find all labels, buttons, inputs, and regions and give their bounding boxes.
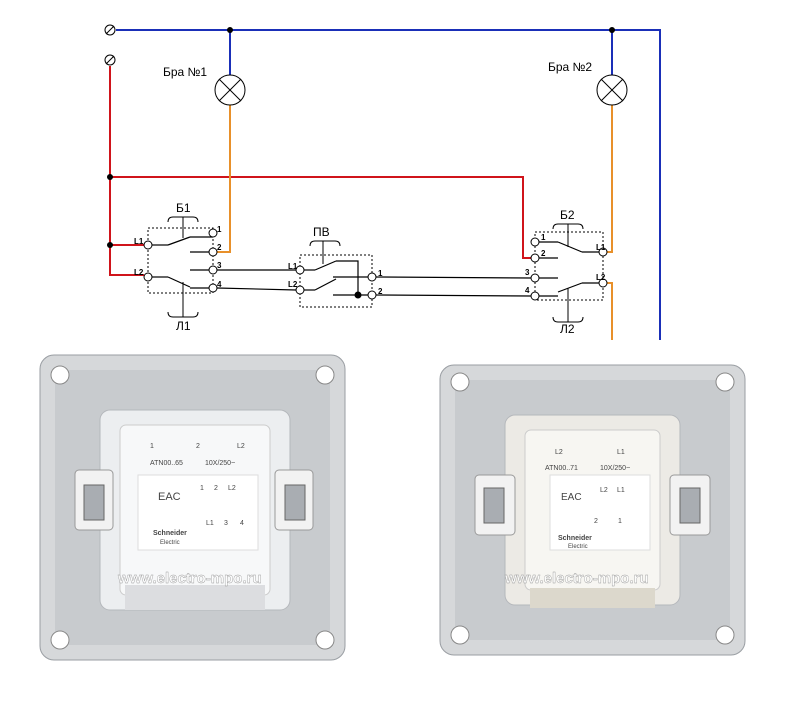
svg-text:2: 2 xyxy=(594,518,598,525)
svg-text:L2: L2 xyxy=(600,487,608,494)
lamp-2 xyxy=(596,74,628,106)
svg-text:Schneider: Schneider xyxy=(558,535,592,542)
svg-text:www.electro-mpo.ru: www.electro-mpo.ru xyxy=(117,570,262,587)
svg-text:L1: L1 xyxy=(288,262,298,271)
switch-l2-label: Л2 xyxy=(560,322,575,336)
svg-text:L2: L2 xyxy=(596,273,606,282)
svg-text:L2: L2 xyxy=(288,280,298,289)
lamp-wires xyxy=(217,105,613,340)
junctions xyxy=(107,27,615,299)
svg-text:Electric: Electric xyxy=(160,540,180,546)
svg-text:2: 2 xyxy=(217,243,222,252)
left-model-text: ATN00..65 xyxy=(150,460,183,467)
svg-text:L2: L2 xyxy=(555,449,563,456)
svg-text:www.electro-mpo.ru: www.electro-mpo.ru xyxy=(504,570,649,587)
svg-text:L1: L1 xyxy=(134,237,144,246)
phase-wires xyxy=(109,66,531,276)
svg-text:L1: L1 xyxy=(617,487,625,494)
svg-text:L2: L2 xyxy=(134,268,144,277)
svg-text:L1: L1 xyxy=(596,243,606,252)
right-rating-text: 10X/250~ xyxy=(600,465,630,472)
watermarks: www.electro-mpo.ru www.electro-mpo.ru xyxy=(117,570,649,587)
svg-text:4: 4 xyxy=(217,280,222,289)
switch-enclosures xyxy=(147,227,604,308)
svg-text:L2: L2 xyxy=(228,485,236,492)
switch-b1-box xyxy=(147,227,214,294)
switch-b2-box xyxy=(534,231,604,301)
switch-l1-label: Л1 xyxy=(176,319,191,333)
svg-text:2: 2 xyxy=(214,485,218,492)
key-symbols xyxy=(167,216,584,323)
traveller-wires xyxy=(152,236,599,297)
svg-text:1: 1 xyxy=(378,269,383,278)
svg-text:L2: L2 xyxy=(237,443,245,450)
right-model-text: ATN00..71 xyxy=(545,465,578,472)
svg-text:1: 1 xyxy=(618,518,622,525)
svg-text:L1: L1 xyxy=(617,449,625,456)
switch-b1-label: Б1 xyxy=(176,201,191,215)
svg-text:EAC: EAC xyxy=(158,491,181,503)
svg-text:1: 1 xyxy=(150,443,154,450)
svg-text:1: 1 xyxy=(200,485,204,492)
svg-text:1: 1 xyxy=(217,225,222,234)
lamp-1 xyxy=(214,74,246,106)
svg-text:Schneider: Schneider xyxy=(153,530,187,537)
svg-text:4: 4 xyxy=(240,520,244,527)
photo-switch-left: 1 2 L2 ATN00..65 10X/250~ EAC Schneider … xyxy=(39,354,346,661)
switch-b2-label: Б2 xyxy=(560,208,575,222)
svg-text:3: 3 xyxy=(217,261,222,270)
svg-text:2: 2 xyxy=(378,287,383,296)
cross-switch-box xyxy=(299,254,373,308)
svg-text:2: 2 xyxy=(196,443,200,450)
svg-text:3: 3 xyxy=(525,268,530,277)
neutral-wires xyxy=(116,29,661,340)
lamp-1-label: Бра №1 xyxy=(163,65,207,79)
svg-text:L1: L1 xyxy=(206,520,214,527)
photo-switch-right: L2 L1 ATN00..71 10X/250~ EAC Schneider E… xyxy=(439,364,746,656)
svg-text:4: 4 xyxy=(525,286,530,295)
svg-text:1: 1 xyxy=(541,233,546,242)
svg-text:EAC: EAC xyxy=(561,492,582,503)
terminal-slashes xyxy=(105,25,115,65)
svg-text:Electric: Electric xyxy=(568,544,588,550)
cross-switch-label: ПВ xyxy=(313,225,330,239)
left-rating-text: 10X/250~ xyxy=(205,460,235,467)
lamp-2-label: Бра №2 xyxy=(548,60,592,74)
svg-text:2: 2 xyxy=(541,249,546,258)
svg-text:3: 3 xyxy=(224,520,228,527)
